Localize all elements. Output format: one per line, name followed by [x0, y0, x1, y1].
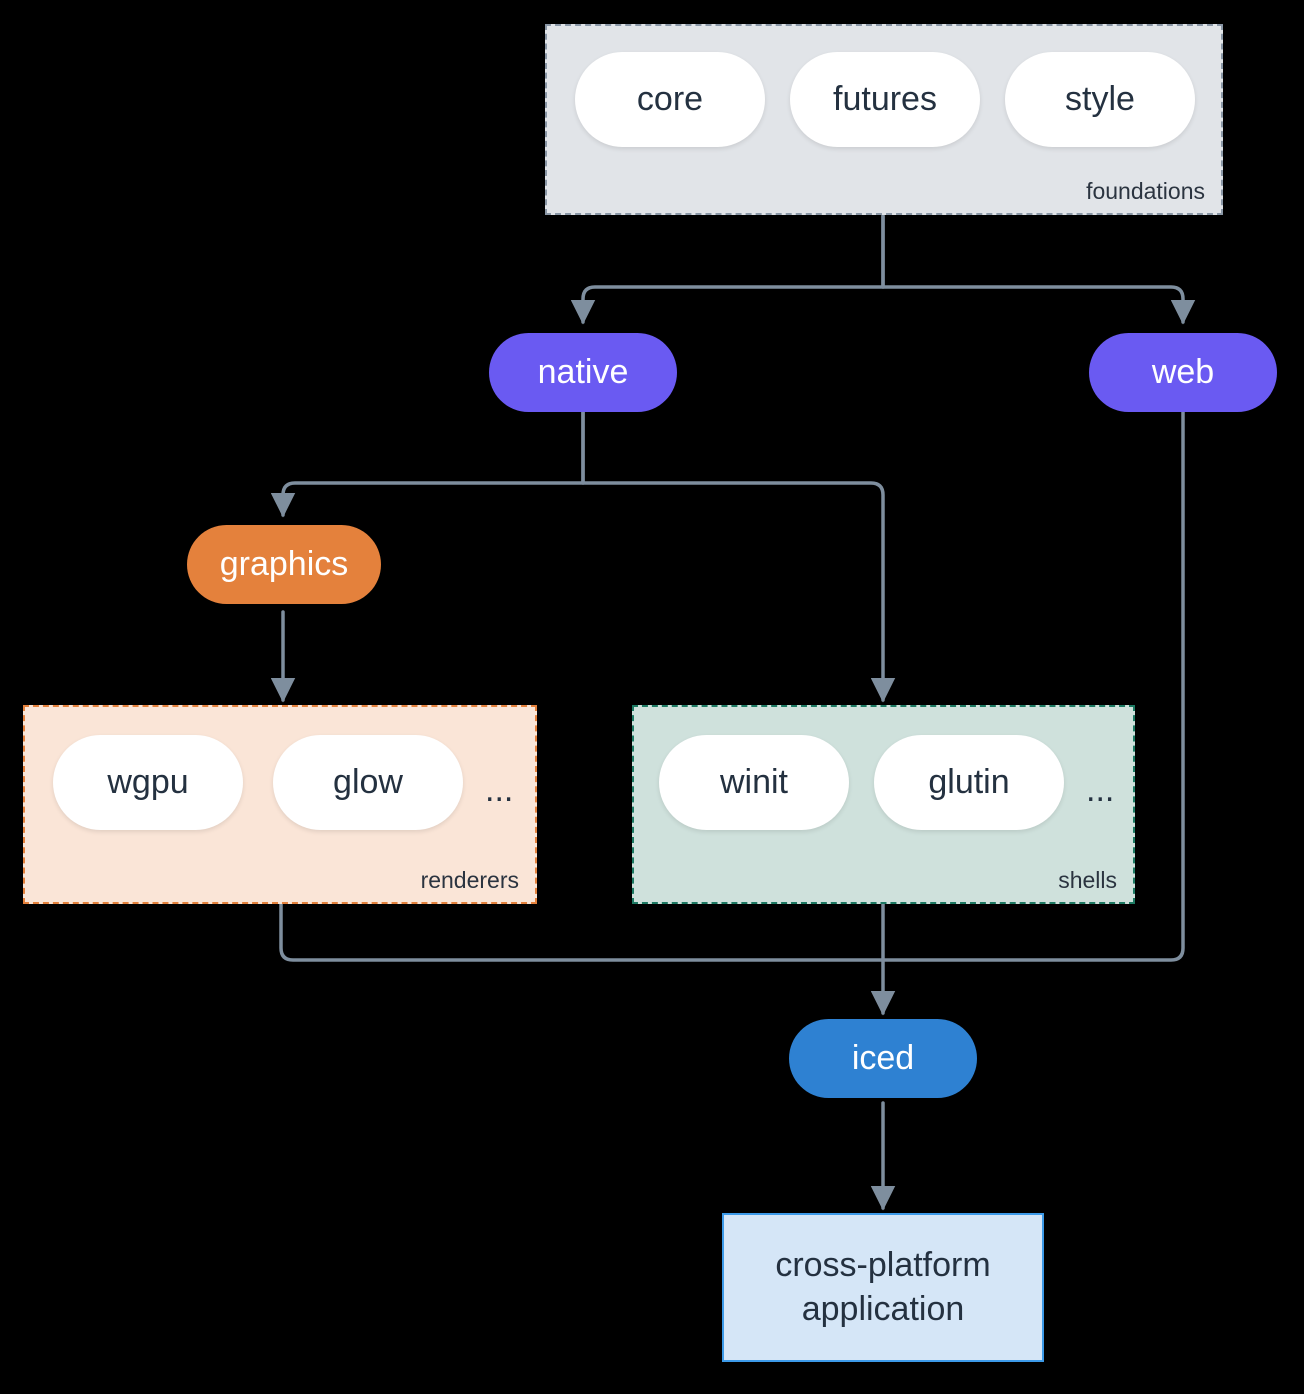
cluster-renderers-label: renderers: [420, 867, 519, 893]
node-graphics[interactable]: graphics: [187, 525, 381, 604]
pill-futures-label: futures: [833, 80, 937, 118]
pill-winit[interactable]: winit: [659, 735, 849, 830]
pill-style-label: style: [1065, 80, 1135, 118]
edge-foundations-web: [881, 214, 1196, 325]
shells-overflow-ellipsis: ...: [1086, 771, 1115, 809]
pill-wgpu-label: wgpu: [107, 763, 189, 801]
pill-winit-label: winit: [719, 763, 789, 801]
edge-renderers-iced: [279, 902, 885, 962]
node-native[interactable]: native: [489, 333, 677, 412]
application-line-2: application: [801, 1289, 965, 1328]
edge-native-shells: [581, 410, 896, 703]
cluster-renderers: wgpu glow ... renderers: [23, 705, 537, 904]
node-graphics-label: graphics: [219, 545, 349, 583]
edge-foundations-native: [570, 214, 885, 325]
node-iced[interactable]: iced: [789, 1019, 977, 1098]
pill-style[interactable]: style: [1005, 52, 1195, 147]
pill-glutin[interactable]: glutin: [874, 735, 1064, 830]
pill-wgpu[interactable]: wgpu: [53, 735, 243, 830]
cluster-shells: winit glutin ... shells: [632, 705, 1135, 904]
cluster-foundations-label: foundations: [1086, 178, 1205, 204]
node-web-label: web: [1151, 353, 1215, 391]
pill-core[interactable]: core: [575, 52, 765, 147]
pill-futures[interactable]: futures: [790, 52, 980, 147]
renderers-overflow-ellipsis: ...: [485, 771, 514, 809]
node-native-label: native: [537, 353, 629, 391]
pill-glow[interactable]: glow: [273, 735, 463, 830]
cluster-foundations: core futures style foundations: [545, 24, 1223, 215]
node-iced-label: iced: [851, 1039, 915, 1077]
pill-core-label: core: [636, 80, 704, 118]
application-line-1: cross-platform: [775, 1245, 991, 1284]
cluster-shells-label: shells: [1058, 867, 1117, 893]
pill-glutin-label: glutin: [928, 763, 1010, 801]
node-web[interactable]: web: [1089, 333, 1277, 412]
pill-glow-label: glow: [333, 763, 403, 801]
edge-native-graphics: [270, 410, 585, 518]
node-cross-platform-application[interactable]: cross-platform application: [722, 1213, 1044, 1362]
